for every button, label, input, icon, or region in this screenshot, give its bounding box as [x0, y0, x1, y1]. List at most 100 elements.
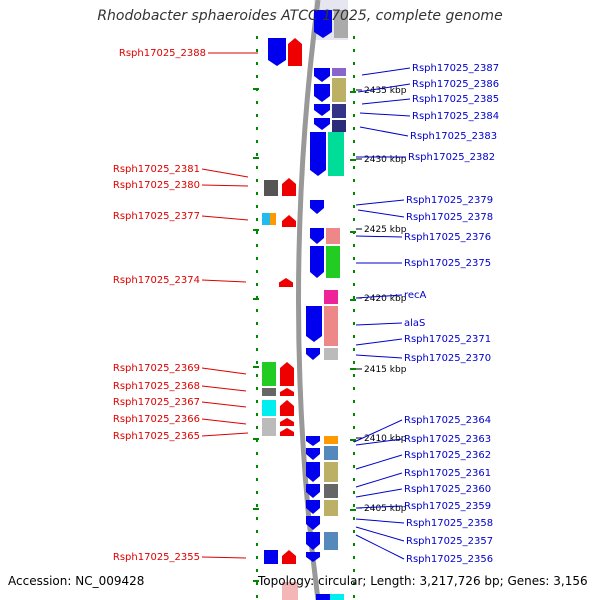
leader-line-left — [201, 556, 247, 559]
gene-label-right: recA — [404, 290, 427, 301]
minor-tick-right — [353, 101, 355, 104]
minor-tick-right — [353, 270, 355, 273]
leader-line-left — [201, 279, 247, 283]
minor-tick-right — [353, 426, 355, 429]
leader-line-right — [355, 294, 403, 299]
leader-line-right — [353, 419, 403, 443]
minor-tick-right — [353, 205, 355, 208]
leader-line-right — [355, 454, 403, 470]
gene-label-right: Rsph17025_2385 — [412, 94, 499, 105]
minor-tick-right — [353, 36, 355, 39]
gene-label-right: Rsph17025_2358 — [406, 518, 493, 529]
gene-label-right: Rsph17025_2362 — [404, 450, 491, 461]
gene-arrow-right-strand — [324, 462, 338, 482]
kbp-label-bg — [358, 363, 406, 374]
leader-line-right — [357, 209, 405, 218]
gene-label-left: Rsph17025_2374 — [113, 275, 200, 286]
gene-arrow-right-strand — [324, 446, 338, 460]
major-tick-left — [253, 438, 259, 440]
gene-arrow-right-strand — [306, 462, 320, 482]
kbp-scale-label: 2425 kbp — [364, 225, 407, 235]
major-tick-left — [253, 580, 259, 582]
topology-text: Topology: circular; Length: 3,217,726 bp… — [258, 574, 588, 588]
gene-arrow-left-strand — [264, 180, 278, 196]
kbp-scale-label: 2430 kbp — [364, 155, 407, 165]
minor-tick-right — [353, 335, 355, 338]
minor-tick-right — [353, 556, 355, 559]
minor-tick-right — [353, 257, 355, 260]
gene-arrow-left-strand — [264, 550, 278, 564]
major-tick-right — [350, 368, 356, 370]
minor-tick-left — [256, 530, 258, 533]
minor-tick-left — [256, 413, 258, 416]
gene-arrow-left-strand — [279, 278, 293, 287]
minor-tick-left — [256, 582, 258, 585]
gene-arrow-left-strand — [282, 178, 296, 196]
minor-tick-right — [353, 192, 355, 195]
gene-arrow-right-strand — [306, 306, 322, 342]
minor-tick-right — [353, 413, 355, 416]
minor-tick-left — [256, 322, 258, 325]
minor-tick-left — [256, 361, 258, 364]
leader-line-right — [359, 126, 409, 137]
gene-arrow-right-strand — [326, 246, 340, 278]
gene-arrow-left-strand — [280, 362, 294, 386]
gene-label-right: Rsph17025_2361 — [404, 468, 491, 479]
kbp-label-bg — [358, 432, 406, 443]
leader-line-right — [355, 505, 403, 509]
gene-arrow-right-strand — [310, 228, 324, 244]
major-tick-left — [253, 508, 259, 510]
major-tick-left — [253, 298, 259, 300]
gene-arrow-left-strand — [280, 418, 294, 426]
gene-arrow-right-strand — [332, 68, 346, 76]
kbp-label-bg — [358, 292, 406, 303]
gene-arrow-right-strand — [324, 484, 338, 498]
gene-arrow-right-strand — [324, 290, 338, 304]
minor-tick-left — [256, 283, 258, 286]
minor-tick-left — [256, 478, 258, 481]
minor-tick-left — [256, 543, 258, 546]
minor-tick-left — [256, 36, 258, 39]
leader-line-right — [359, 112, 411, 117]
gene-arrow-right-strand — [306, 484, 320, 498]
major-tick-left — [253, 157, 259, 159]
gene-arrow-right-strand — [332, 120, 346, 132]
gene-arrow-left-strand — [280, 428, 294, 436]
minor-tick-left — [256, 140, 258, 143]
leader-line-left — [201, 367, 247, 375]
major-tick-right — [350, 299, 356, 301]
minor-tick-left — [256, 75, 258, 78]
gene-arrow-left-strand — [270, 213, 276, 225]
minor-tick-left — [256, 179, 258, 182]
minor-tick-left — [256, 114, 258, 117]
kbp-scale-label: 2415 kbp — [364, 365, 407, 375]
gene-arrow-left-strand — [280, 400, 294, 416]
accession-text: Accession: NC_009428 — [8, 574, 145, 588]
major-tick-right — [350, 231, 356, 233]
gene-arrow-right-strand — [332, 104, 346, 118]
kbp-label-bg — [358, 153, 406, 164]
gene-label-left: Rsph17025_2355 — [113, 552, 200, 563]
gene-label-left: Rsph17025_2377 — [113, 211, 200, 222]
leader-line-left — [201, 184, 249, 187]
gene-arrow-right-strand — [314, 104, 330, 116]
minor-tick-right — [353, 387, 355, 390]
minor-tick-right — [353, 517, 355, 520]
gene-label-left: Rsph17025_2368 — [113, 381, 200, 392]
gene-label-right: Rsph17025_2375 — [404, 258, 491, 269]
gene-label-right: Rsph17025_2386 — [412, 79, 499, 90]
minor-tick-right — [353, 296, 355, 299]
gene-label-left: Rsph17025_2365 — [113, 431, 200, 442]
major-tick-right — [350, 509, 356, 511]
gene-label-right: Rsph17025_2356 — [406, 554, 493, 565]
minor-tick-left — [256, 127, 258, 130]
minor-tick-right — [353, 140, 355, 143]
leader-line-right — [355, 199, 405, 206]
major-tick-left — [253, 88, 259, 90]
major-tick-left — [253, 229, 259, 231]
leader-line-right — [361, 67, 411, 76]
minor-tick-left — [256, 231, 258, 234]
gene-arrow-right-strand — [314, 10, 332, 38]
gene-arrow-right-strand — [310, 200, 324, 214]
